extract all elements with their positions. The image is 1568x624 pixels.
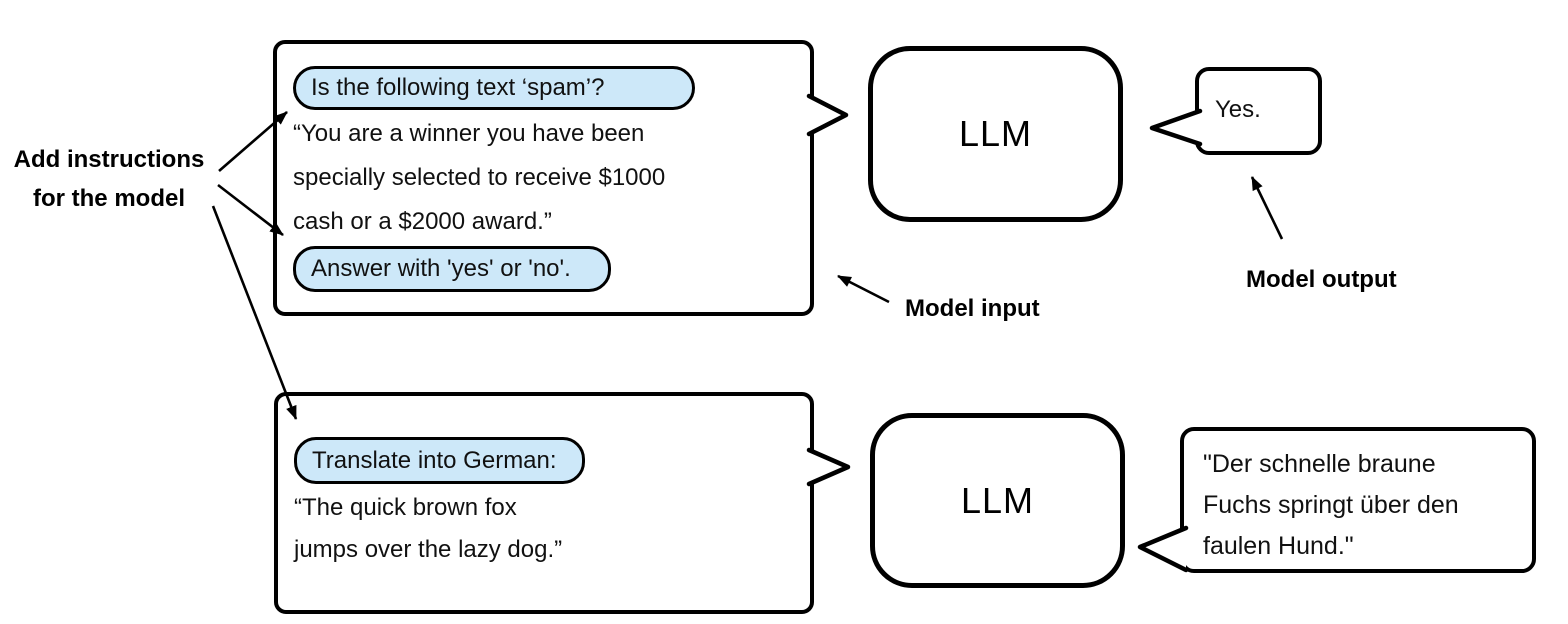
model-output-bubble-yes: Yes. [1195,67,1322,155]
instruction-pill-answer-format: Answer with 'yes' or 'no'. [293,246,611,292]
llm-label: LLM [958,113,1033,154]
llm-label: LLM [960,479,1035,521]
llm-box-1: LLM [868,46,1123,222]
prompt-body-translate: “The quick brown fox jumps over the lazy… [294,487,562,571]
output-line: faulen Hund." [1203,532,1354,560]
instruction-text: Answer with 'yes' or 'no'. [311,255,571,282]
model-output-label: Model output [1246,266,1397,293]
add-instructions-label: Add instructions for the model [0,140,218,218]
speech-tail-input-2 [806,447,851,487]
prompt-line: cash or a $2000 award.” [293,208,552,235]
prompt-line: specially selected to receive $1000 [293,164,666,191]
model-input-label: Model input [905,295,1040,322]
instruction-text: Is the following text ‘spam’? [311,74,605,101]
prompt-line: jumps over the lazy dog.” [294,536,563,563]
output-line: "Der schnelle braune [1203,450,1436,478]
model-input-bubble-translate: Translate into German: “The quick brown … [274,392,814,614]
prompt-line: “The quick brown fox [294,494,517,521]
output-line: Fuchs springt über den [1203,491,1459,519]
arrow-model-output [1250,176,1284,240]
instruction-pill-translate: Translate into German: [294,437,585,484]
model-output-bubble-german: "Der schnelle braune Fuchs springt über … [1180,427,1536,573]
model-input-bubble-spam: Is the following text ‘spam’? “You are a… [273,40,814,316]
arrow-model-input [837,274,890,304]
speech-tail-input-1 [806,93,849,137]
add-instructions-line1: Add instructions [13,146,205,173]
add-instructions-line2: for the model [32,185,185,212]
llm-box-2: LLM [870,413,1125,588]
speech-tail-output-1 [1149,108,1203,147]
prompt-body-spam: “You are a winner you have been speciall… [293,112,665,244]
instruction-text: Translate into German: [312,446,557,474]
output-text: Yes. [1215,96,1261,123]
instruction-pill-spam-question: Is the following text ‘spam’? [293,66,695,110]
prompt-line: “You are a winner you have been [293,120,645,147]
